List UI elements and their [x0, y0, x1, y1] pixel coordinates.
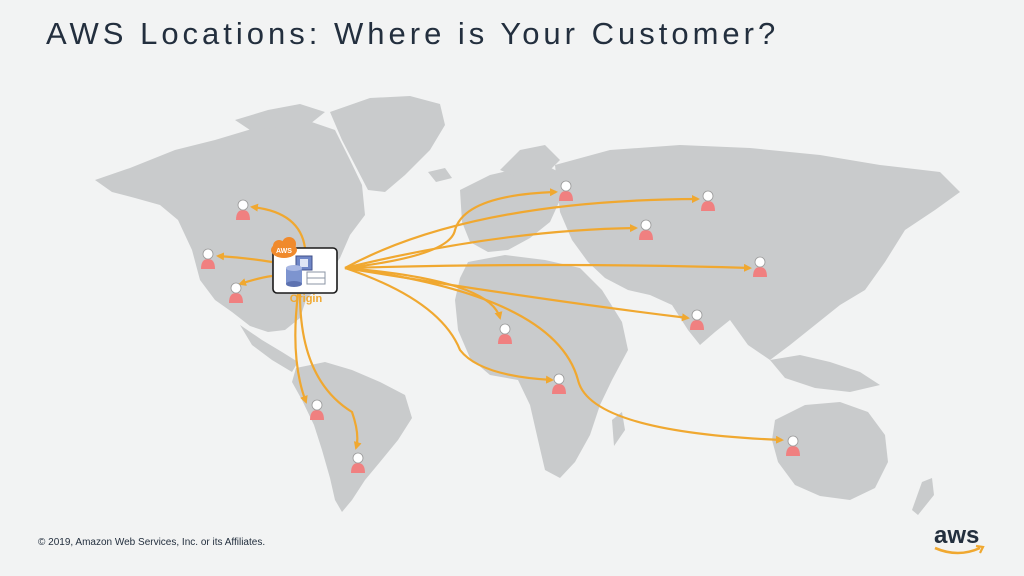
aws-logo: aws	[930, 522, 990, 556]
user-icon	[639, 219, 653, 240]
user-icon	[690, 309, 704, 330]
arrow-peru	[294, 293, 308, 404]
arrow-china	[344, 263, 752, 272]
user-icon	[552, 373, 566, 394]
arctic-islands-landmass	[235, 104, 325, 130]
iceland-landmass	[428, 168, 452, 182]
user-icon	[310, 399, 324, 420]
arrow-scandinavia	[344, 188, 558, 270]
origin-label: Origin	[290, 293, 323, 305]
storage-icon	[306, 271, 326, 285]
japan-landmass	[858, 240, 880, 282]
user-icon	[201, 248, 215, 269]
south-america-landmass	[292, 362, 412, 512]
africa-landmass	[455, 255, 628, 478]
users-layer	[201, 180, 800, 473]
database-icon	[286, 265, 302, 287]
new-zealand-landmass	[912, 478, 934, 515]
europe-landmass	[460, 165, 565, 252]
user-icon	[701, 190, 715, 211]
arrow-west-africa	[344, 266, 503, 320]
user-icon	[236, 199, 250, 220]
user-icon	[351, 452, 365, 473]
continents	[95, 96, 960, 515]
southeast-asia-islands-landmass	[770, 355, 880, 392]
greenland-landmass	[330, 96, 445, 192]
arrow-argentina	[298, 293, 362, 450]
aws-smile-icon	[934, 544, 985, 555]
madagascar-landmass	[612, 412, 625, 446]
arrow-west-us	[216, 252, 273, 264]
user-icon	[229, 282, 243, 303]
arrow-north-canada	[250, 203, 307, 249]
arrow-eastern-europe	[344, 224, 638, 270]
scandinavia-landmass	[500, 145, 560, 178]
arrow-southwest-us	[238, 274, 273, 286]
arrow-australia	[344, 266, 784, 444]
copyright-footer: © 2019, Amazon Web Services, Inc. or its…	[38, 537, 266, 548]
user-icon	[498, 323, 512, 344]
user-icon	[753, 256, 767, 277]
australia-landmass	[772, 402, 888, 500]
aws-badge: AWS	[276, 248, 292, 255]
user-icon	[786, 435, 800, 456]
central-america-landmass	[240, 325, 298, 372]
arrow-russia	[344, 195, 700, 269]
arrow-central-africa	[344, 266, 554, 384]
aws-logo-text: aws	[934, 522, 980, 549]
page-title: AWS Locations: Where is Your Customer?	[46, 16, 780, 51]
origin-node: AWS Origin	[271, 237, 338, 305]
connection-arrows	[216, 188, 784, 450]
aws-cloud-icon: AWS	[271, 237, 297, 258]
user-icon	[559, 180, 573, 201]
